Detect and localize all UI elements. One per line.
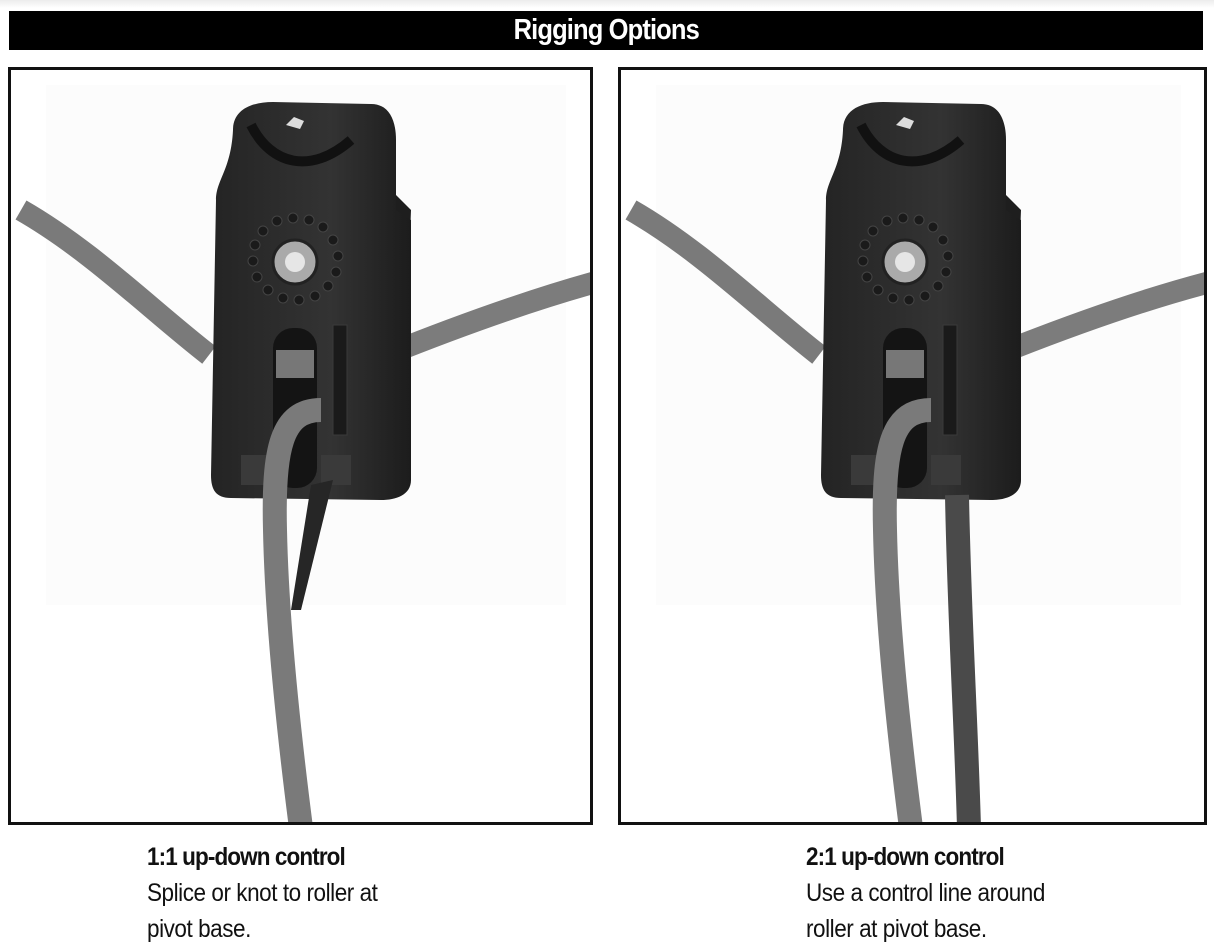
control-line [872,398,932,822]
caption-1to1: 1:1 up-down control Splice or knot to ro… [147,839,403,947]
section-header: Rigging Options [9,11,1203,50]
control-line-return [945,494,981,822]
control-line [262,398,322,822]
section-title: Rigging Options [513,14,699,46]
caption-line: Use a control line around [806,879,1045,907]
caption-line: Splice or knot to roller at [147,879,378,907]
block-2to1-illustration [625,85,1204,822]
rope-right [991,272,1204,366]
illustration-panel-1to1 [8,67,593,825]
block-body [821,102,1021,500]
block-1to1-illustration [15,85,590,822]
caption-title: 2:1 up-down control [806,843,1005,871]
rope-right [381,272,590,366]
bolt-ring [247,212,344,306]
bolt-ring [857,212,954,306]
block-body [211,102,411,500]
caption-line: pivot base. [147,915,251,943]
caption-title: 1:1 up-down control [147,843,346,871]
caption-2to1: 2:1 up-down control Use a control line a… [806,839,1071,947]
rope-left [15,200,216,364]
top-edge-shade [0,0,1214,8]
caption-line: roller at pivot base. [806,915,987,943]
rope-left [625,200,826,364]
illustration-panel-2to1 [618,67,1207,825]
